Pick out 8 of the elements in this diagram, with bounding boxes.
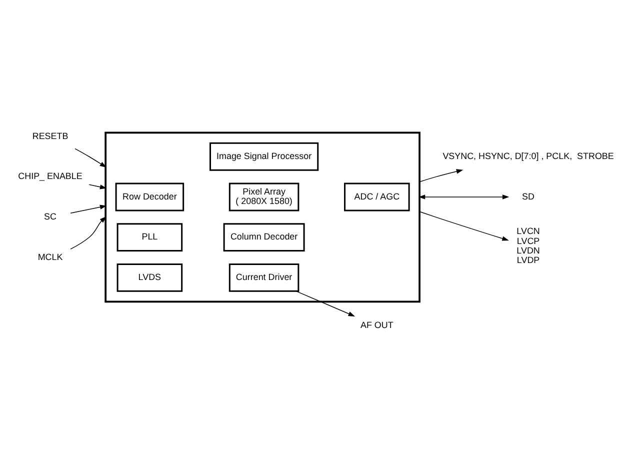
node-text: SD (522, 190, 534, 201)
node-text: AF OUT (360, 319, 394, 330)
node-text: LVCN LVCP LVDN LVDP (516, 226, 540, 265)
node-text: MCLK (38, 251, 63, 262)
node-text: CHIP_ ENABLE (18, 170, 82, 181)
node-text: VSYNC, HSYNC, D[7:0] , PCLK, STROBE (442, 150, 614, 160)
node-text: SC (44, 210, 56, 221)
node-text: RESETB (32, 130, 68, 140)
